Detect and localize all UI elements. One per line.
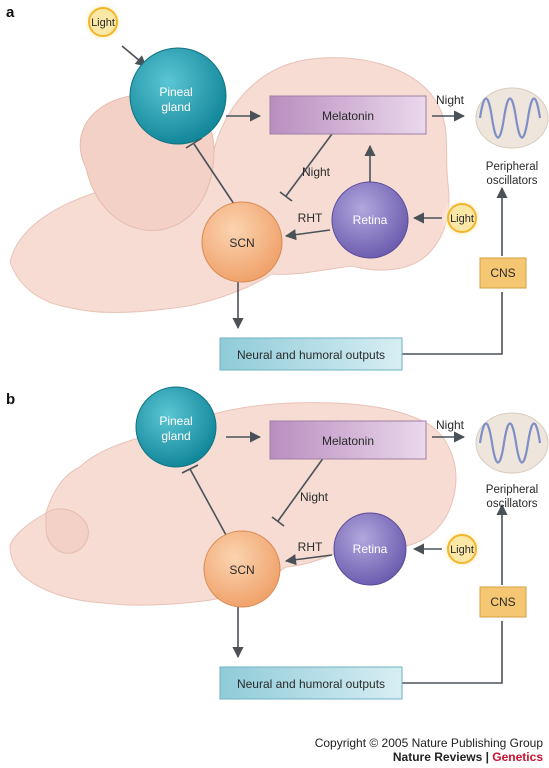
outputs-label: Neural and humoral outputs	[237, 348, 385, 362]
retina-label: Retina	[353, 213, 388, 227]
retina: Retina	[331, 181, 409, 259]
panel-a: a	[6, 1, 549, 371]
inhibit-bar-scn	[279, 191, 293, 202]
olfactory-bulb	[45, 508, 89, 554]
inhibit-bar-pineal-b	[181, 464, 199, 474]
light-retina-b: Light	[441, 528, 483, 570]
inhibit-bar-pineal	[185, 137, 203, 149]
arrow-light-to-pineal	[121, 45, 147, 67]
night-label-top: Night	[436, 93, 465, 107]
diagram-a: Light Pineal gland Melatonin Night Night…	[9, 1, 549, 371]
connector-outputs-to-cns-b	[402, 621, 503, 684]
outputs-box: Neural and humoral outputs	[219, 337, 403, 371]
retina-b: Retina	[333, 512, 407, 586]
panel-b: b Pineal gland	[0, 385, 549, 730]
panel-letter-b: b	[6, 391, 16, 408]
light-retina-label: Light	[450, 213, 474, 225]
diagram-b: Pineal gland Melatonin Night Night Perip…	[9, 386, 549, 700]
journal-separator: |	[482, 750, 493, 764]
night-b-label-mid: Night	[300, 490, 329, 504]
arrow-retina-to-scn-b	[284, 554, 333, 566]
copyright-line: Copyright © 2005 Nature Publishing Group	[314, 736, 543, 750]
pineal-b-label-1: Pineal	[159, 414, 192, 428]
cns-box-b: CNS	[479, 586, 527, 618]
scn-label: SCN	[229, 236, 254, 250]
light-retina: Light	[441, 197, 483, 239]
inhibit-melatonin-to-scn	[285, 133, 333, 197]
peripheral-oscillators: Peripheral oscillators	[475, 87, 549, 187]
panel-letter-a: a	[6, 4, 15, 21]
outputs-b-label: Neural and humoral outputs	[237, 677, 385, 691]
peripheral-label-1: Peripheral	[486, 161, 538, 173]
scn: SCN	[201, 201, 283, 283]
melatonin-box: Melatonin	[269, 95, 427, 135]
inhibit-scn-to-pineal	[193, 143, 239, 211]
cns-box: CNS	[479, 257, 527, 289]
retina-b-label: Retina	[353, 542, 388, 556]
melatonin-label: Melatonin	[322, 109, 374, 123]
pineal-label-1: Pineal	[159, 85, 192, 99]
rht-b-label: RHT	[298, 540, 323, 554]
inhibit-scn-to-pineal-b	[189, 468, 227, 536]
inhibit-melatonin-to-scn-b	[277, 456, 325, 522]
journal-name: Nature Reviews	[392, 750, 483, 764]
pineal-label-2: gland	[161, 100, 190, 114]
pineal-b-label-2: gland	[161, 429, 190, 443]
melatonin-box-b: Melatonin	[269, 420, 427, 460]
night-b-label-top: Night	[436, 418, 465, 432]
night-label-mid: Night	[302, 165, 331, 179]
light-top-label: Light	[91, 17, 115, 29]
peripheral-oscillators-b: Peripheral oscillators	[475, 412, 549, 510]
outputs-box-b: Neural and humoral outputs	[219, 666, 403, 700]
light-top: Light	[82, 1, 124, 43]
connector-outputs-to-cns	[402, 292, 503, 355]
scn-b-label: SCN	[229, 563, 254, 577]
peripheral-b-label-1: Peripheral	[486, 484, 538, 496]
pineal-gland-b: Pineal gland	[135, 386, 217, 468]
peripheral-b-label-2: oscillators	[486, 498, 537, 510]
melatonin-b-label: Melatonin	[322, 434, 374, 448]
scn-b: SCN	[203, 530, 281, 608]
journal-section: Genetics	[492, 750, 543, 764]
peripheral-label-2: oscillators	[486, 175, 537, 187]
light-retina-b-label: Light	[450, 544, 474, 556]
cns-label: CNS	[490, 266, 515, 280]
inhibit-bar-scn-b	[271, 516, 285, 527]
arrow-retina-to-scn	[284, 229, 331, 241]
rht-label: RHT	[298, 211, 323, 225]
copyright-footer: Copyright © 2005 Nature Publishing Group…	[315, 736, 543, 764]
journal-line: Nature Reviews | Genetics	[315, 750, 543, 764]
pineal-gland: Pineal gland	[129, 47, 227, 145]
cns-b-label: CNS	[490, 595, 515, 609]
